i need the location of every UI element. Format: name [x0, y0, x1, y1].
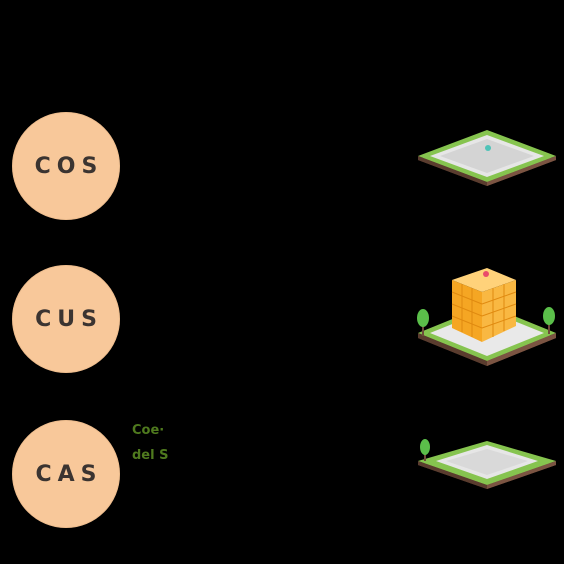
cas-caption-line-2: del S: [132, 448, 169, 463]
cas-caption-line-1: Coe·: [132, 423, 165, 438]
cos-badge-label: COS: [34, 153, 104, 179]
cus-badge-label: CUS: [35, 306, 103, 332]
cas-badge-label: CAS: [35, 461, 103, 487]
land-plot-icon: [418, 130, 556, 186]
building-on-plot-icon: [417, 268, 556, 366]
green-area-plot-icon: [418, 439, 556, 489]
cas-badge: CAS: [12, 420, 120, 528]
cos-badge: COS: [12, 112, 120, 220]
cus-badge: CUS: [12, 265, 120, 373]
